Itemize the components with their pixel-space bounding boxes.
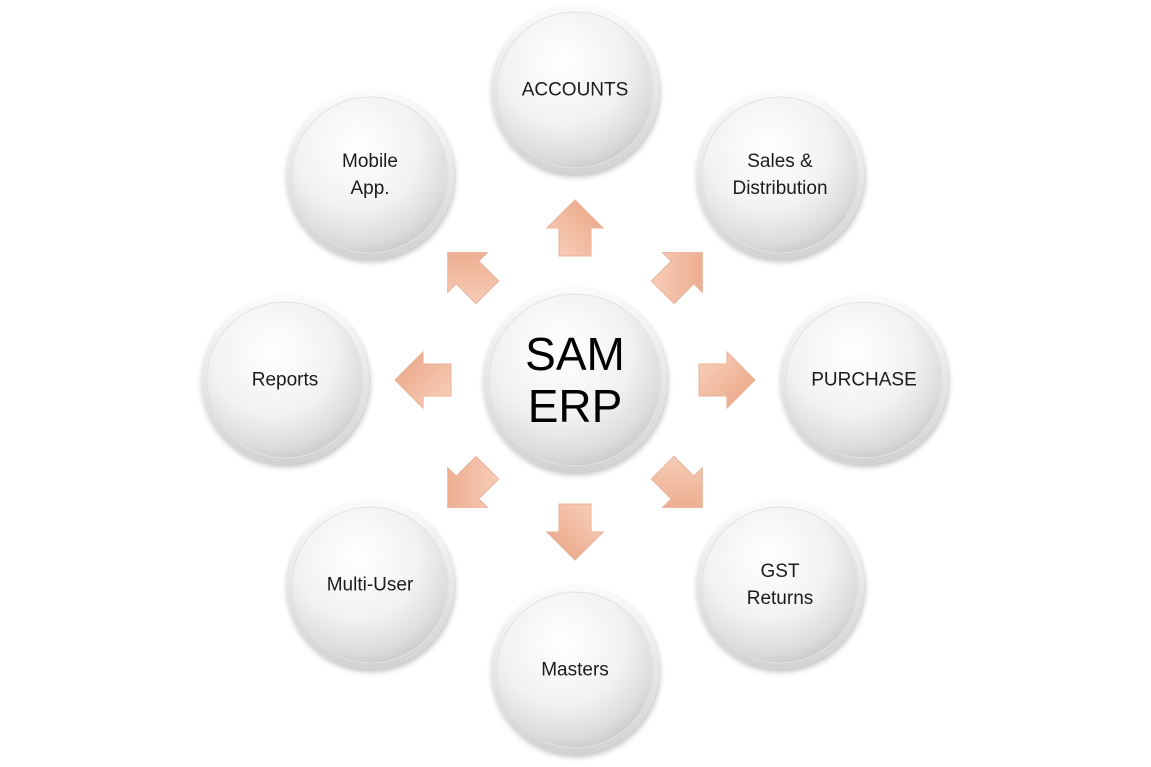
module-gst-returns-label: GST Returns (747, 561, 814, 609)
module-reports: Reports (201, 296, 369, 464)
module-mobile-app-label-line: App. (350, 178, 389, 199)
module-sales-distribution-label-line: Distribution (732, 178, 827, 199)
module-multi-user-label: Multi-User (327, 575, 414, 596)
arrow-up-left-icon (447, 252, 500, 305)
module-mobile-app-bubble (286, 91, 454, 259)
module-masters: Masters (491, 586, 659, 754)
module-gst-returns-bubble (696, 501, 864, 669)
module-sales-distribution-bubble-face (701, 96, 859, 254)
arrow-down-right-icon (650, 455, 703, 508)
module-accounts-label: ACCOUNTS (522, 80, 629, 101)
module-mobile-app-label-line: Mobile (342, 151, 398, 172)
module-masters-label-line: Masters (541, 660, 609, 681)
module-accounts: ACCOUNTS (491, 6, 659, 174)
module-purchase-bubble (780, 296, 948, 464)
module-multi-user: Multi-User (286, 501, 454, 669)
module-masters-bubble (491, 586, 659, 754)
module-gst-returns-label-line: Returns (747, 588, 814, 609)
module-reports-label: Reports (252, 370, 319, 391)
arrow-left-icon (394, 350, 452, 410)
module-purchase: PURCHASE (780, 296, 948, 464)
module-reports-bubble-face (206, 301, 364, 459)
module-gst-returns-bubble-face (701, 506, 859, 664)
module-gst-returns-label-line: GST (760, 561, 799, 582)
arrow-up-right-icon (650, 252, 703, 305)
module-sales-distribution-label: Sales & Distribution (732, 151, 827, 199)
module-purchase-label: PURCHASE (811, 370, 917, 391)
module-accounts-bubble-face (496, 11, 654, 169)
module-mobile-app-bubble-face (291, 96, 449, 254)
module-reports-label-line: Reports (252, 370, 319, 391)
module-accounts-label-line: ACCOUNTS (522, 80, 629, 101)
center-sam-erp-label-line: SAM (525, 328, 625, 380)
module-gst-returns: GST Returns (696, 501, 864, 669)
module-sales-distribution-label-line: Sales & (747, 151, 813, 172)
module-multi-user-bubble (286, 501, 454, 669)
module-multi-user-label-line: Multi-User (327, 575, 414, 596)
arrow-down-icon (545, 503, 605, 561)
module-sales-distribution-bubble (696, 91, 864, 259)
module-accounts-bubble (491, 6, 659, 174)
module-masters-label: Masters (541, 660, 609, 681)
module-sales-distribution: Sales & Distribution (696, 91, 864, 259)
arrow-up-icon (545, 199, 605, 257)
module-reports-bubble (201, 296, 369, 464)
arrow-right-icon (698, 350, 756, 410)
center-sam-erp-bubble (483, 288, 667, 472)
arrow-down-left-icon (447, 455, 500, 508)
arrows-layer (394, 199, 756, 561)
module-purchase-label-line: PURCHASE (811, 370, 917, 391)
center-sam-erp-label-line: ERP (528, 380, 623, 432)
module-multi-user-bubble-face (291, 506, 449, 664)
module-masters-bubble-face (496, 591, 654, 749)
center-sam-erp-bubble-face (488, 293, 662, 467)
module-purchase-bubble-face (785, 301, 943, 459)
